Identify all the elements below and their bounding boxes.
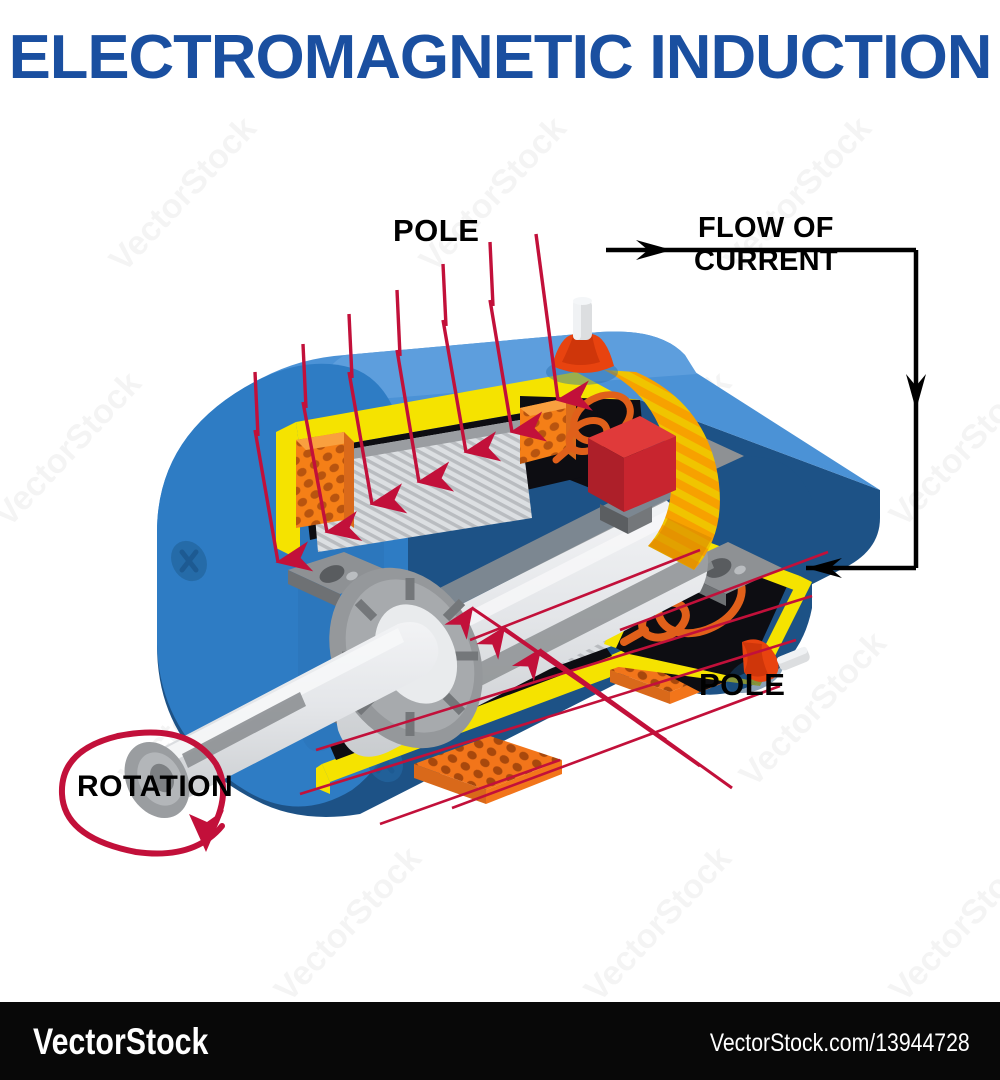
page-title: ELECTROMAGNETIC INDUCTION bbox=[8, 23, 993, 92]
label-flow-of-current: FLOW OF CURRENT bbox=[694, 212, 838, 278]
current-direction-arrows bbox=[636, 240, 926, 578]
shaft-end-face bbox=[124, 741, 190, 819]
label-flow-line2: CURRENT bbox=[694, 245, 838, 277]
field-line-extension bbox=[253, 241, 495, 437]
commutator-ring bbox=[604, 370, 720, 570]
carbon-brush bbox=[588, 416, 676, 534]
label-flow-line1: FLOW OF bbox=[698, 212, 834, 244]
drive-shaft bbox=[124, 622, 439, 819]
footer-url: VectorStock.com/13944728 bbox=[710, 1029, 970, 1057]
label-pole-top: POLE bbox=[393, 213, 480, 248]
field-lines-bottom bbox=[444, 606, 733, 790]
label-rotation: ROTATION bbox=[77, 770, 234, 803]
flux-lines-bottom bbox=[299, 548, 829, 826]
terminal-post-bottom bbox=[726, 639, 810, 694]
field-lines-top bbox=[253, 233, 593, 572]
label-pole-bottom: POLE bbox=[699, 667, 786, 702]
screw-head-icon bbox=[171, 540, 207, 582]
terminal-post-top bbox=[546, 297, 618, 385]
rotation-arrow bbox=[58, 729, 227, 857]
footer-brand: VectorStock bbox=[33, 1021, 209, 1062]
footer-bar: VectorStock VectorStock.com/13944728 bbox=[0, 1002, 1000, 1080]
motor-cutaway-diagram bbox=[58, 233, 926, 857]
